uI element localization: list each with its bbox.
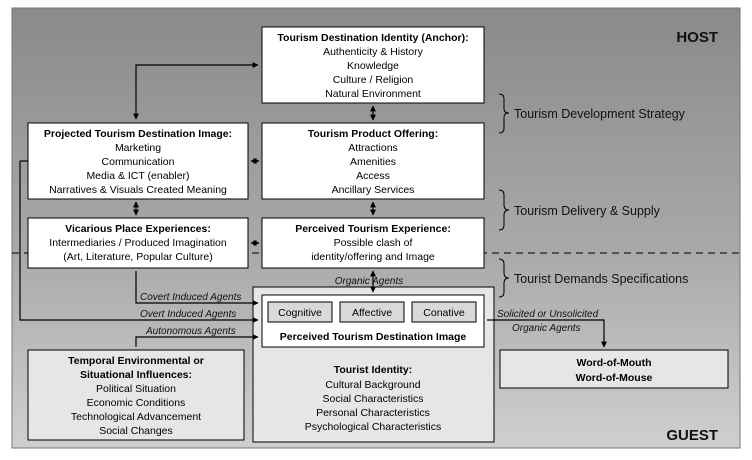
component-cognitive-label: Cognitive: [278, 307, 322, 319]
temporal-title: Temporal Environmental or: [68, 355, 204, 367]
arrow-autonomous: [135, 334, 259, 347]
identity-anchor-line: Culture / Religion: [333, 74, 414, 86]
tourist-identity-line: Personal Characteristics: [316, 407, 430, 419]
temporal-line: Technological Advancement: [71, 411, 201, 423]
arrow-covert: [135, 271, 259, 306]
label-autonomous-agents: Autonomous Agents: [145, 326, 236, 337]
word-of-mouth-line: Word-of-Mouth: [576, 357, 651, 369]
identity-anchor-title: Tourism Destination Identity (Anchor):: [277, 32, 468, 44]
guest-label: GUEST: [666, 427, 718, 444]
bracket-development-label: Tourism Development Strategy: [514, 107, 686, 121]
word-of-mouth-line: Word-of-Mouse: [576, 372, 653, 384]
tourist-identity-line: Social Characteristics: [323, 393, 424, 405]
identity-anchor-line: Authenticity & History: [323, 46, 424, 58]
arrow-anchor-projected: [133, 62, 259, 120]
bracket-delivery: Tourism Delivery & Supply: [498, 189, 661, 231]
host-label: HOST: [676, 29, 718, 46]
arrow-overt: [19, 161, 259, 323]
component-cognitive: [267, 301, 333, 323]
identity-anchor-box: Tourism Destination Identity (Anchor): A…: [261, 26, 485, 104]
perceived-experience-box: Perceived Tourism Experience: Possible c…: [261, 217, 485, 269]
projected-image-box: Projected Tourism Destination Image: Mar…: [27, 122, 249, 200]
label-overt-agents: Overt Induced Agents: [140, 309, 236, 320]
bracket-delivery-label: Tourism Delivery & Supply: [514, 204, 661, 218]
product-offering-title: Tourism Product Offering:: [308, 128, 438, 140]
label-solicited: Solicited or Unsolicited: [497, 309, 599, 320]
product-offering-line: Attractions: [348, 142, 398, 154]
tourist-identity-title: Tourist Identity:: [334, 364, 413, 376]
component-affective-label: Affective: [352, 307, 392, 319]
vicarious-box: Vicarious Place Experiences: Intermediar…: [27, 217, 249, 269]
arrows: [19, 62, 607, 348]
bracket-demands-label: Tourist Demands Specifications: [514, 272, 688, 286]
perceived-experience-line: identity/offering and Image: [311, 251, 435, 263]
perceived-image-title: Perceived Tourism Destination Image: [280, 331, 467, 343]
component-conative: [411, 301, 477, 323]
bracket-development: Tourism Development Strategy: [498, 93, 686, 134]
projected-image-line: Marketing: [115, 142, 161, 154]
projected-image-line: Communication: [102, 156, 175, 168]
perceived-experience-line: Possible clash of: [334, 237, 413, 249]
perceived-experience-title: Perceived Tourism Experience:: [295, 223, 451, 235]
temporal-line: Economic Conditions: [87, 397, 186, 409]
bracket-demands: Tourist Demands Specifications: [498, 258, 688, 298]
temporal-line: Political Situation: [96, 383, 176, 395]
temporal-line: Social Changes: [99, 425, 173, 437]
product-offering-line: Amenities: [350, 156, 396, 168]
projected-image-line: Narratives & Visuals Created Meaning: [49, 184, 227, 196]
product-offering-box: Tourism Product Offering: Attractions Am…: [261, 122, 485, 200]
vicarious-line: Intermediaries / Produced Imagination: [49, 237, 227, 249]
word-of-mouth-box: Word-of-Mouth Word-of-Mouse: [499, 349, 729, 389]
projected-image-title: Projected Tourism Destination Image:: [44, 128, 232, 140]
label-organic-agents: Organic Agents: [335, 276, 404, 287]
identity-anchor-line: Natural Environment: [325, 88, 421, 100]
identity-anchor-line: Knowledge: [347, 60, 399, 72]
projected-image-line: Media & ICT (enabler): [86, 170, 189, 182]
product-offering-line: Access: [356, 170, 390, 182]
vicarious-title: Vicarious Place Experiences:: [65, 223, 211, 235]
product-offering-line: Ancillary Services: [332, 184, 415, 196]
tourist-identity-line: Psychological Characteristics: [305, 421, 442, 433]
perceived-image-box: Cognitive Affective Conative Perceived T…: [261, 294, 485, 348]
temporal-influences-box: Temporal Environmental or Situational In…: [27, 349, 245, 441]
vicarious-line: (Art, Literature, Popular Culture): [63, 251, 212, 263]
temporal-title: Situational Influences:: [80, 369, 192, 381]
component-conative-label: Conative: [423, 307, 465, 319]
component-affective: [339, 301, 405, 323]
arrow-solicited: [487, 319, 607, 348]
label-organic-agents-2: Organic Agents: [512, 323, 581, 334]
tourist-identity-line: Cultural Background: [325, 379, 420, 391]
label-covert-agents: Covert Induced Agents: [140, 292, 241, 303]
